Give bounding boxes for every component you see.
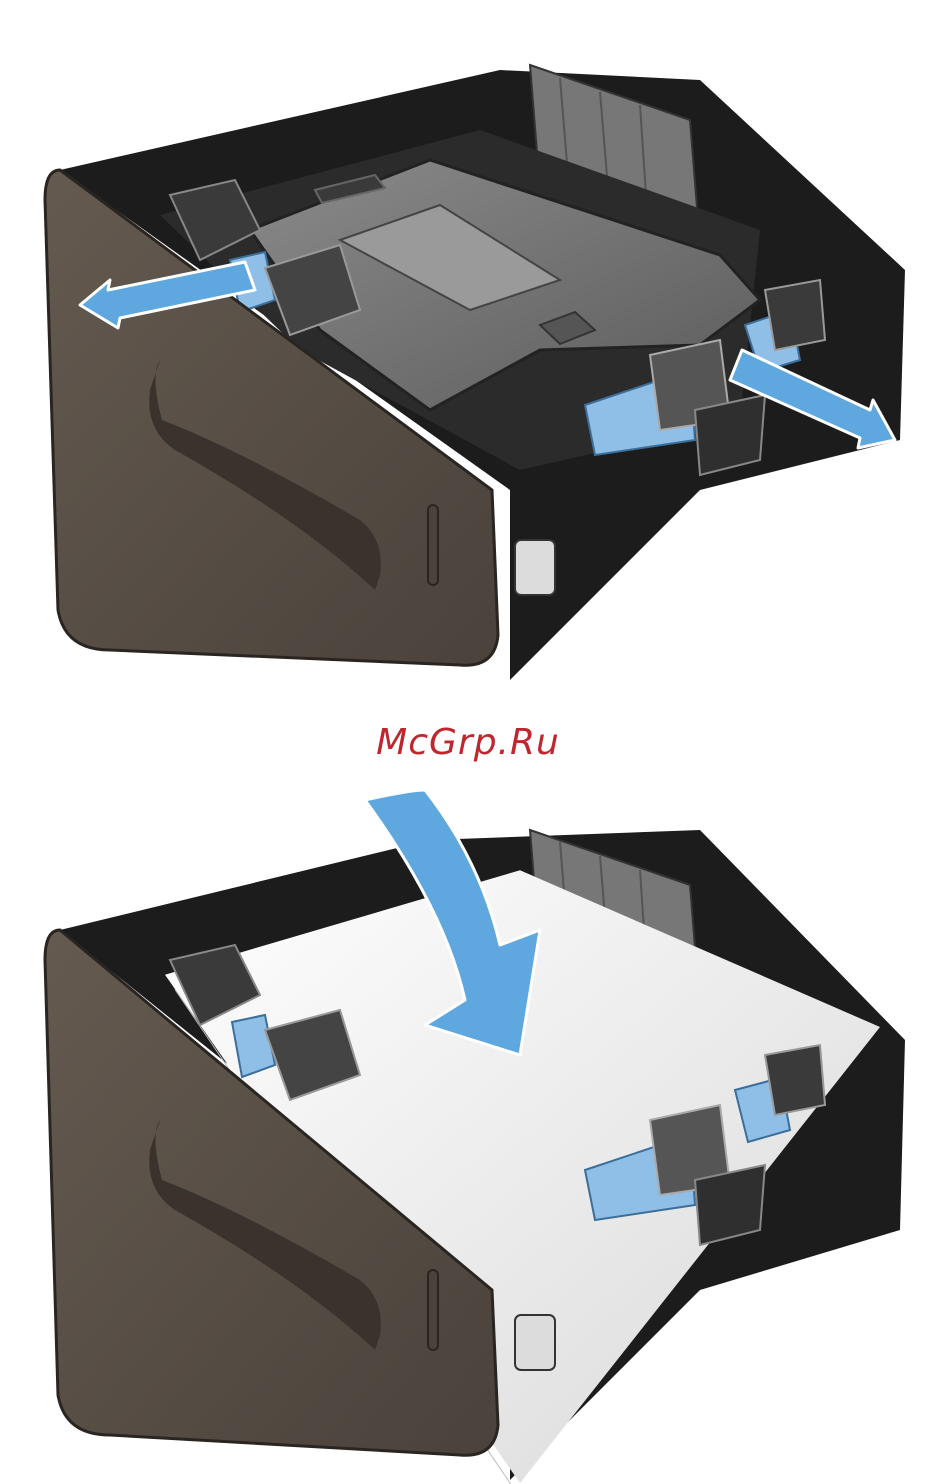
- front-panel-slot: [428, 1270, 438, 1350]
- tray-illustration-load-paper: [0, 790, 936, 1484]
- watermark-text: McGrp.Ru: [0, 722, 936, 763]
- side-latch: [515, 1315, 555, 1370]
- front-panel-slot: [428, 505, 438, 585]
- tray-illustration-adjust-guides: [0, 0, 936, 700]
- side-latch: [515, 540, 555, 595]
